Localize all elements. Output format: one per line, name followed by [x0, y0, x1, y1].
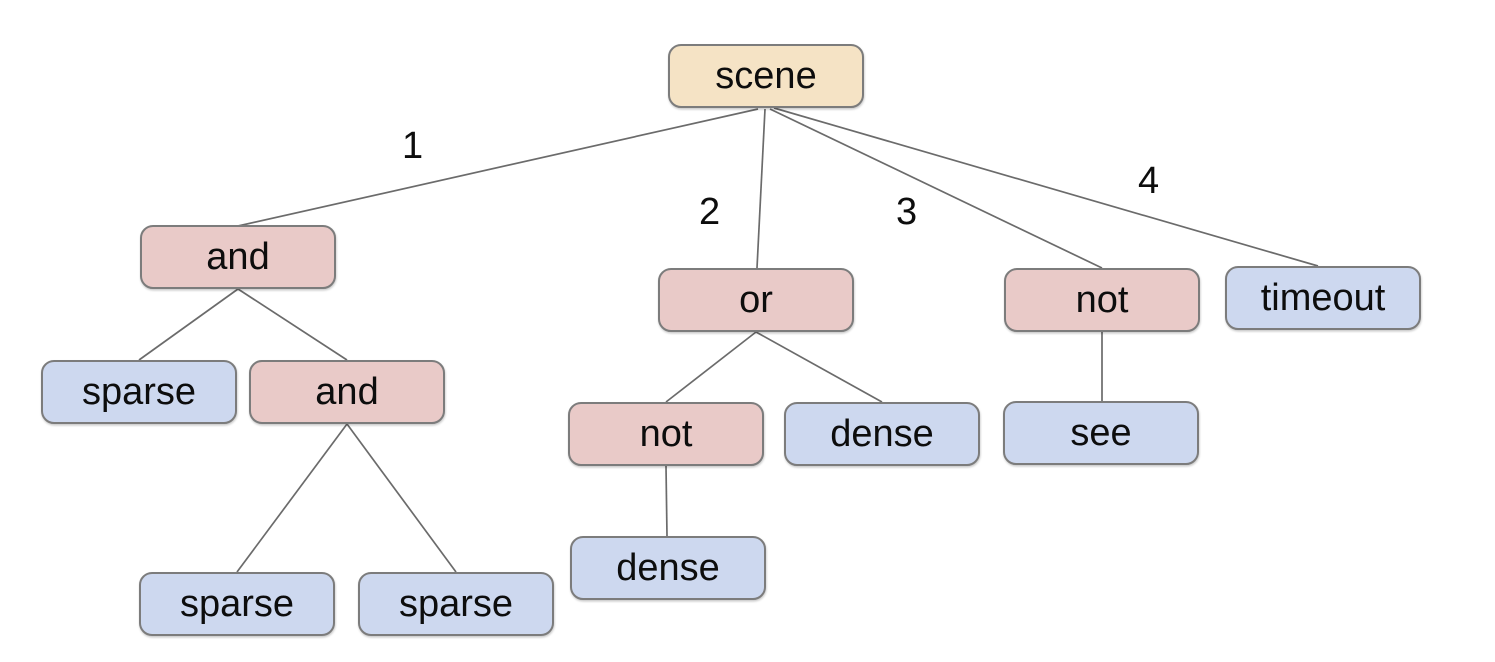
node-and-2-label: and — [315, 371, 379, 413]
node-or: or — [658, 268, 854, 332]
node-not-mid-label: not — [639, 413, 693, 455]
edge-scene-and1 — [237, 108, 759, 227]
node-and-1: and — [140, 225, 336, 289]
node-see: see — [1003, 401, 1199, 465]
node-sparse-2-label: sparse — [179, 583, 295, 625]
node-not-mid: not — [568, 402, 764, 466]
edge-label-4: 4 — [1138, 160, 1160, 202]
node-sparse-1: sparse — [41, 360, 237, 424]
node-not-right: not — [1004, 268, 1200, 332]
node-sparse-3: sparse — [358, 572, 554, 636]
edge-label-3: 3 — [896, 191, 918, 233]
node-dense-1-label: dense — [830, 413, 934, 455]
node-dense-1: dense — [784, 402, 980, 466]
node-sparse-3-label: sparse — [398, 583, 514, 625]
node-dense-2-label: dense — [616, 547, 720, 589]
node-scene-label: scene — [715, 55, 817, 97]
node-timeout: timeout — [1225, 266, 1421, 330]
node-or-label: or — [739, 279, 773, 321]
node-timeout-label: timeout — [1260, 277, 1386, 319]
edge-or-notmid — [665, 331, 757, 403]
edge-scene-or — [756, 108, 766, 269]
node-scene: scene — [668, 44, 864, 108]
edge-label-1: 1 — [402, 125, 424, 167]
edge-and2-sparse3 — [346, 423, 457, 573]
node-and-2: and — [249, 360, 445, 424]
edge-label-2: 2 — [699, 191, 721, 233]
edge-or-dense1 — [755, 331, 883, 403]
edge-notmid-dense2 — [665, 465, 668, 537]
edge-scene-not — [769, 108, 1103, 269]
node-dense-2: dense — [570, 536, 766, 600]
node-sparse-1-label: sparse — [81, 371, 197, 413]
edge-and1-and2 — [237, 288, 348, 361]
edge-and1-sparse1 — [138, 288, 239, 361]
edge-and2-sparse2 — [236, 423, 348, 573]
node-and-1-label: and — [206, 236, 270, 278]
edge-scene-timeout — [773, 107, 1319, 267]
node-not-right-label: not — [1075, 279, 1129, 321]
node-see-label: see — [1070, 412, 1132, 454]
node-sparse-2: sparse — [139, 572, 335, 636]
